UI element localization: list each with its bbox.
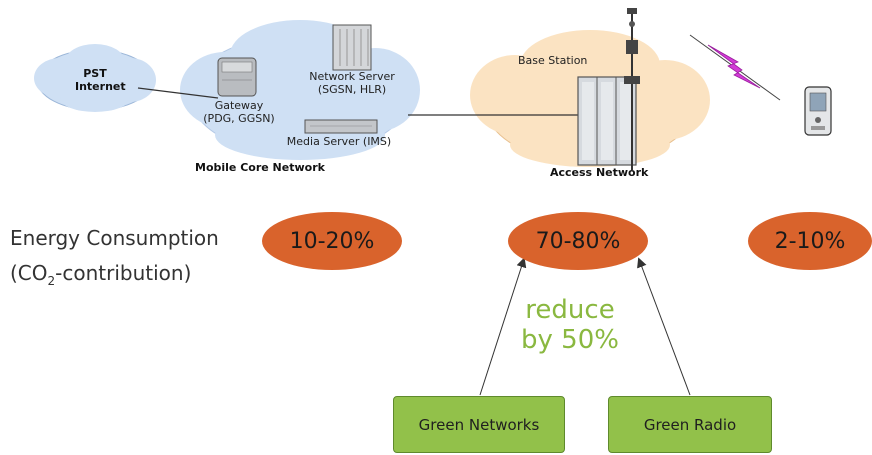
core-energy-oval: 10-20%	[262, 212, 402, 270]
network-server-sub: (SGSN, HLR)	[317, 82, 387, 96]
base-station-label: Base Station	[518, 54, 588, 67]
reduce-line1: reduce	[525, 295, 615, 325]
pst-internet-label: PST Internet	[75, 67, 126, 93]
radio-link-lightning-icon	[689, 34, 781, 101]
pst-internet-cloud	[34, 44, 156, 112]
pst-gateway-link	[137, 87, 219, 99]
network-server-label: Network Server (SGSN, HLR)	[296, 70, 408, 96]
internet-label: Internet	[75, 79, 126, 93]
co2-suffix: -contribution)	[55, 261, 192, 285]
media-server-icon	[304, 119, 378, 134]
mobile-core-network-caption: Mobile Core Network	[195, 161, 325, 174]
network-server-name: Network Server	[309, 70, 395, 83]
antenna-mast-icon	[624, 8, 640, 170]
device-energy-oval: 2-10%	[748, 212, 872, 270]
arrow-green-radio	[637, 257, 691, 396]
arrow-green-networks	[479, 257, 527, 396]
gateway-server-icon	[217, 57, 257, 97]
pst-label: PST	[83, 67, 107, 80]
mobile-phone-icon	[804, 86, 832, 136]
reduce-annotation: reduce by 50%	[505, 295, 635, 356]
gateway-label: Gateway (PDG, GGSN)	[196, 99, 282, 125]
media-server-label: Media Server (IMS)	[286, 135, 392, 148]
energy-consumption-label: Energy Consumption	[10, 226, 219, 250]
base-station-cabinet-icon	[577, 76, 637, 166]
co2-subscript: 2	[47, 274, 56, 288]
reduce-line2: by 50%	[521, 324, 619, 355]
access-network-caption: Access Network	[550, 166, 649, 179]
green-radio-box: Green Radio	[608, 396, 772, 453]
gateway-name: Gateway	[214, 99, 264, 112]
access-energy-oval: 70-80%	[508, 212, 648, 270]
gateway-sub: (PDG, GGSN)	[203, 111, 275, 125]
network-server-icon	[332, 24, 372, 71]
co2-contribution-label: (CO2-contribution)	[10, 262, 191, 289]
green-networks-box: Green Networks	[393, 396, 565, 453]
co2-prefix: (CO	[10, 261, 48, 285]
